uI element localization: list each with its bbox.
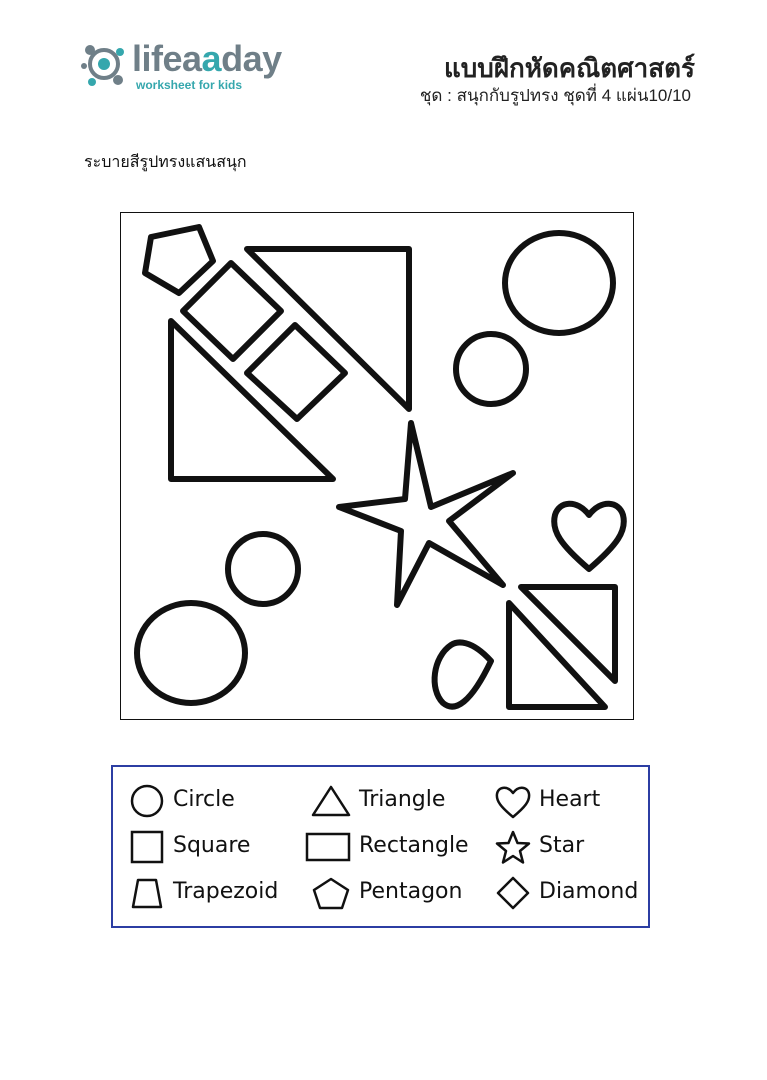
triangle-shape-left[interactable]	[168, 318, 336, 482]
triangle-shape-bottom-right-1[interactable]	[518, 584, 618, 684]
worksheet-subtitle: ชุด : สนุกกับรูปทรง ชุดที่ 4 แผ่น10/10	[419, 86, 691, 105]
circle-shape-mid-right[interactable]	[453, 331, 529, 407]
star-shape[interactable]	[336, 420, 516, 608]
shapes-drawing	[134, 224, 627, 710]
lifeaday-logo: lifeaaday worksheet for kids	[80, 38, 282, 94]
instruction-text: ระบายสีรูปทรงแสนสนุก	[84, 154, 247, 171]
logo-wordmark: lifeaaday	[132, 38, 282, 79]
circle-icon	[130, 784, 164, 818]
circle-shape-top-right[interactable]	[502, 230, 616, 336]
coloring-puzzle-area	[120, 212, 634, 720]
worksheet-title: แบบฝึกหัดคณิตศาสตร์	[444, 53, 695, 83]
heart-shape-bottom[interactable]	[431, 639, 494, 710]
diamond-icon	[496, 876, 530, 910]
logo-tagline: worksheet for kids	[136, 78, 243, 92]
square-icon	[130, 830, 164, 864]
rectangle-icon	[305, 832, 351, 862]
diamond-shape-2[interactable]	[244, 322, 348, 422]
circle-shape-mid-left[interactable]	[225, 531, 301, 607]
triangle-icon	[311, 785, 351, 817]
circle-shape-bottom-left[interactable]	[134, 600, 248, 706]
triangle-shape-bottom-right-2[interactable]	[506, 600, 608, 710]
heart-shape-right[interactable]	[551, 500, 627, 572]
pentagon-shape[interactable]	[142, 224, 216, 296]
molecule-logo-icon	[81, 45, 124, 86]
diamond-shape-1[interactable]	[180, 260, 284, 362]
triangle-shape-top[interactable]	[244, 246, 412, 412]
heart-icon	[495, 786, 531, 819]
star-icon	[495, 830, 531, 864]
shape-legend: Circle Triangle Heart Square Rectangle S…	[111, 765, 650, 928]
pentagon-icon	[312, 877, 350, 910]
trapezoid-icon	[131, 878, 163, 909]
